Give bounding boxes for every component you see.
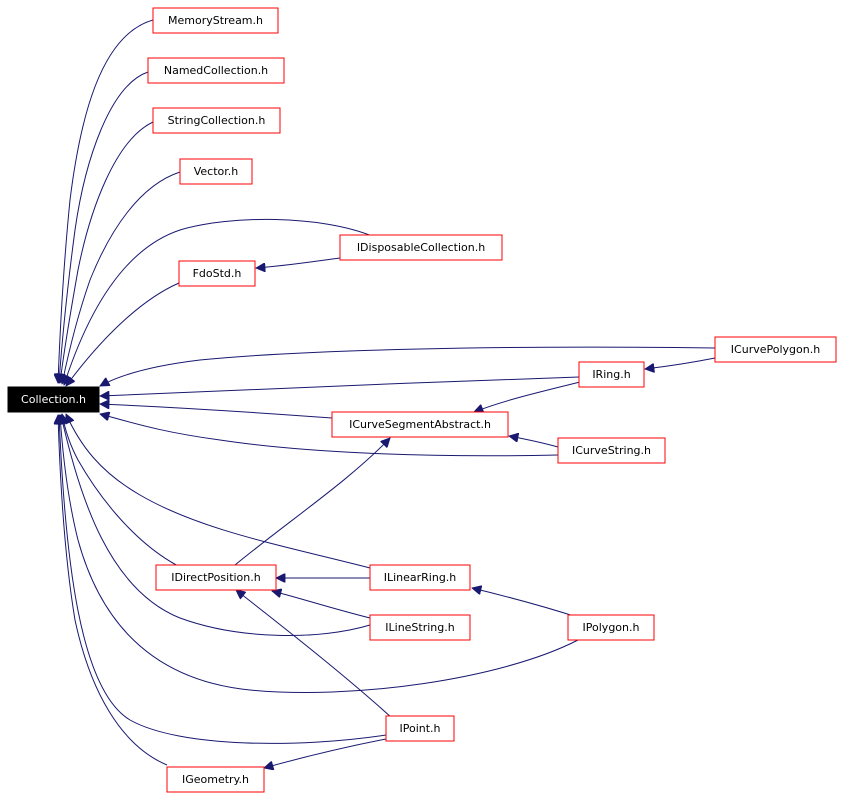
edge-iring-to-icurvesegmentabstract [474,381,581,412]
node-icurvesegmentabstract[interactable]: ICurveSegmentAbstract.h [331,411,509,438]
edge-ipoint-to-idirectposition [236,590,393,719]
node-ilinestring[interactable]: ILineString.h [369,614,471,641]
node-label: IPolygon.h [583,621,640,634]
node-label: MemoryStream.h [168,14,263,27]
edge-ilinestring-to-idirectposition [272,591,371,619]
node-igeometry[interactable]: IGeometry.h [166,766,265,793]
edge-icurvesegmentabstract-to-collection [100,404,333,419]
edge-icurvestring-to-collection [100,414,559,457]
node-ilinearring[interactable]: ILinearRing.h [369,564,471,591]
edge-igeometry-to-collection [58,415,168,766]
node-namedcollection[interactable]: NamedCollection.h [147,57,285,84]
node-collection[interactable]: Collection.h [7,386,100,413]
node-stringcollection[interactable]: StringCollection.h [152,107,281,134]
edge-ilinearring-to-collection [66,414,371,569]
node-ipolygon[interactable]: IPolygon.h [567,614,655,641]
node-fdostd[interactable]: FdoStd.h [178,260,256,287]
node-label: IGeometry.h [182,773,249,786]
edge-namedcollection-to-collection [59,71,149,383]
node-ipoint[interactable]: IPoint.h [385,715,455,742]
edge-idisposablecollection-to-fdostd [256,257,341,268]
edge-icurvestring-to-icurvesegmentabstract [509,436,559,448]
node-label: ICurvePolygon.h [731,343,820,356]
node-iring[interactable]: IRing.h [578,361,645,388]
node-label: IRing.h [592,368,630,381]
node-label: IDisposableCollection.h [357,241,485,254]
node-label: ICurveSegmentAbstract.h [349,418,491,431]
node-label: Collection.h [21,393,86,406]
node-label: ILineString.h [385,621,454,634]
node-icurvestring[interactable]: ICurveString.h [557,437,666,464]
node-label: IDirectPosition.h [171,571,261,584]
edge-ipolygon-to-collection [60,415,579,694]
node-memorystream[interactable]: MemoryStream.h [152,7,279,34]
edge-ipoint-to-igeometry [264,738,387,768]
edge-iring-to-collection [100,376,580,396]
node-label: StringCollection.h [168,114,266,127]
edge-idisposablecollection-to-collection [64,218,373,385]
edge-fdostd-to-collection [66,282,180,386]
node-label: NamedCollection.h [164,64,268,77]
edge-icurvepolygon-to-collection [100,346,716,386]
node-label: ICurveString.h [572,444,651,457]
edge-icurvepolygon-to-iring [645,357,716,369]
node-idirectposition[interactable]: IDirectPosition.h [155,564,277,591]
edge-idirectposition-to-icurvesegmentabstract [234,438,390,566]
edge-ipolygon-to-ilinearring [472,588,581,619]
edge-ilinestring-to-collection [61,415,371,636]
node-idisposablecollection[interactable]: IDisposableCollection.h [339,234,503,261]
edge-vector-to-collection [62,171,181,384]
node-label: Vector.h [194,165,239,178]
edge-stringcollection-to-collection [60,121,154,383]
edge-memorystream-to-collection [58,19,154,383]
node-label: ILinearRing.h [384,571,457,584]
node-vector[interactable]: Vector.h [179,158,253,185]
edge-idirectposition-to-collection [62,414,179,567]
node-label: FdoStd.h [193,267,242,280]
node-label: IPoint.h [399,722,440,735]
edge-ipoint-to-collection [59,415,387,744]
node-icurvepolygon[interactable]: ICurvePolygon.h [714,336,837,363]
